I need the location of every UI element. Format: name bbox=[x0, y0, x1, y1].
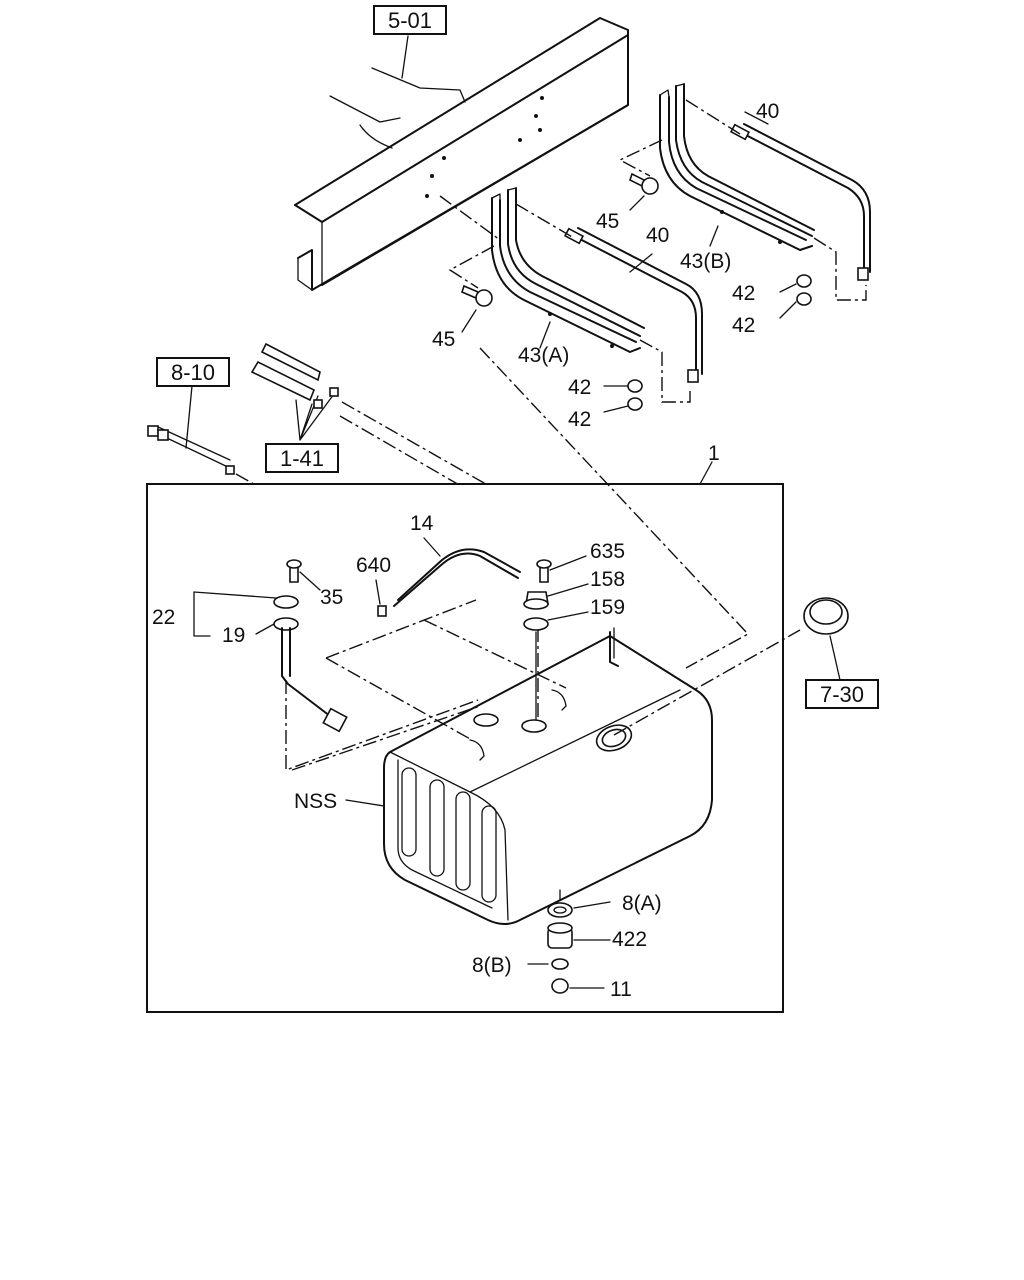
bracket-43b-assembly bbox=[618, 83, 871, 319]
label-40-middle: 40 bbox=[646, 224, 669, 247]
label-45-upper: 45 bbox=[596, 210, 619, 233]
label-14: 14 bbox=[410, 512, 434, 535]
label-42-1: 42 bbox=[732, 282, 755, 305]
label-159: 159 bbox=[590, 596, 625, 619]
label-nss: NSS bbox=[294, 790, 337, 813]
ref-5-01[interactable]: 5-01 bbox=[373, 5, 447, 35]
ref-7-30[interactable]: 7-30 bbox=[805, 679, 879, 709]
label-158: 158 bbox=[590, 568, 625, 591]
bracket-43a-assembly bbox=[439, 187, 703, 413]
hose-14 bbox=[375, 537, 521, 617]
label-45-lower: 45 bbox=[432, 328, 455, 351]
ref-1-41[interactable]: 1-41 bbox=[265, 443, 339, 473]
ref-7-30-text: 7-30 bbox=[820, 682, 864, 707]
label-422: 422 bbox=[612, 928, 647, 951]
label-8a: 8(A) bbox=[622, 892, 662, 915]
label-22: 22 bbox=[152, 606, 175, 629]
label-19: 19 bbox=[222, 624, 245, 647]
label-640: 640 bbox=[356, 554, 391, 577]
label-35: 35 bbox=[320, 586, 343, 609]
label-40-upper: 40 bbox=[756, 100, 779, 123]
label-43a: 43(A) bbox=[518, 344, 569, 367]
construction-lines bbox=[285, 347, 801, 772]
label-43b: 43(B) bbox=[680, 250, 731, 273]
fittings-635-158-159 bbox=[523, 555, 589, 721]
ref-5-01-text: 5-01 bbox=[388, 8, 432, 33]
assembly-box bbox=[146, 483, 784, 1013]
frame-rail bbox=[294, 17, 629, 291]
ref-1-41-text: 1-41 bbox=[280, 446, 324, 471]
label-1: 1 bbox=[708, 442, 720, 465]
fuel-tank-body bbox=[383, 627, 713, 925]
ref-8-10-text: 8-10 bbox=[171, 360, 215, 385]
label-42-3: 42 bbox=[568, 376, 591, 399]
label-42-2: 42 bbox=[732, 314, 755, 337]
drain-parts bbox=[527, 889, 611, 994]
label-42-4: 42 bbox=[568, 408, 591, 431]
label-11: 11 bbox=[610, 978, 632, 1001]
fuel-sender-unit bbox=[193, 559, 348, 733]
label-635: 635 bbox=[590, 540, 625, 563]
label-8b: 8(B) bbox=[472, 954, 512, 977]
ref-8-10[interactable]: 8-10 bbox=[156, 357, 230, 387]
fuel-cap bbox=[803, 597, 849, 681]
